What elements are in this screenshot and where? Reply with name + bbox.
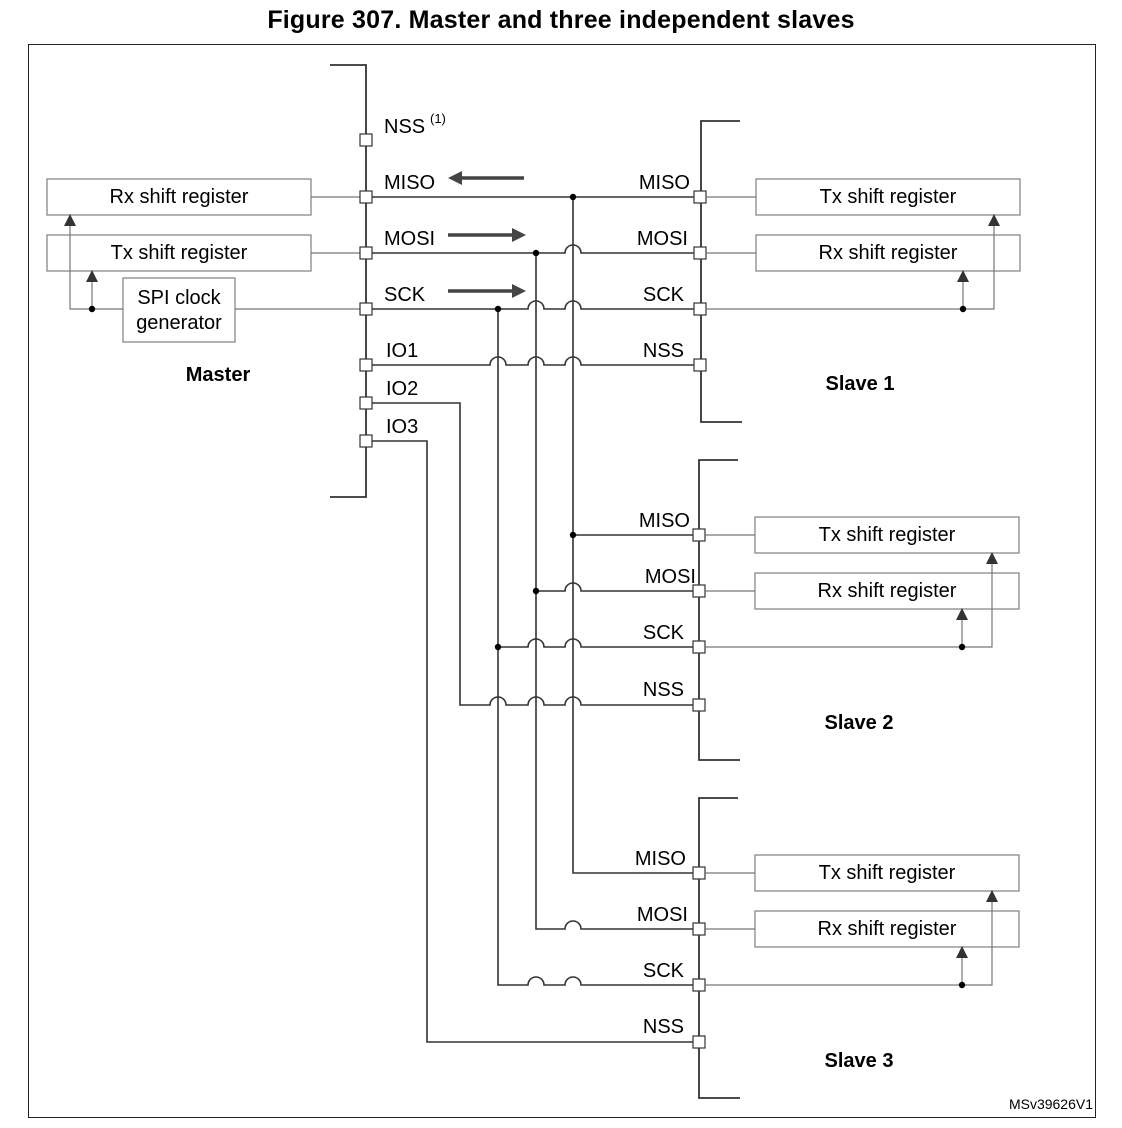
- slave-2-rx-label: Rx shift register: [818, 580, 957, 602]
- slave-3-nss-label: NSS: [643, 1016, 684, 1038]
- slave-3-rx-label: Rx shift register: [818, 918, 957, 940]
- slave-2-tx-register: [754, 516, 1020, 554]
- master-nss-label: NSS: [384, 116, 425, 138]
- master-io3-label: IO3: [386, 416, 418, 438]
- master-rx-register: [46, 178, 312, 216]
- clock-gen-label-1: SPI clock: [137, 287, 221, 309]
- slave-1-block: MISO MOSI SCK NSS Tx shift register Rx s…: [637, 120, 1021, 423]
- slave-1-sck-label: SCK: [643, 284, 685, 306]
- slave-1-rx-register: [755, 234, 1021, 272]
- master-io2-label: IO2: [386, 378, 418, 400]
- master-tx-register-label: Tx shift register: [111, 242, 248, 264]
- spi-clock-generator: [122, 277, 236, 343]
- slave-2-rx-register: [754, 572, 1020, 610]
- slave-1-miso-label: MISO: [639, 172, 690, 194]
- master-mosi-label: MOSI: [384, 228, 435, 250]
- slave-2-block: MISO MOSI SCK NSS Tx shift register Rx s…: [639, 459, 1020, 761]
- slave-1-tx-register: [755, 178, 1021, 216]
- master-pin-io2: [359, 396, 373, 410]
- signal-wiring: [372, 193, 694, 1043]
- master-pin-miso: [359, 190, 373, 204]
- slave-1-tx-label: Tx shift register: [820, 186, 957, 208]
- slave-2-title: Slave 2: [825, 712, 894, 734]
- slave-1-nss-label: NSS: [643, 340, 684, 362]
- slave-2-nss-label: NSS: [643, 679, 684, 701]
- master-pin-io1: [359, 358, 373, 372]
- master-bus: [330, 64, 367, 498]
- master-miso-label: MISO: [384, 172, 435, 194]
- slave-1-mosi-label: MOSI: [637, 228, 688, 250]
- slave-1-title: Slave 1: [826, 373, 895, 395]
- slave-2-miso-label: MISO: [639, 510, 690, 532]
- slave-3-block: MISO MOSI SCK NSS Tx shift register Rx s…: [635, 797, 1020, 1099]
- slave-3-title: Slave 3: [825, 1050, 894, 1072]
- slave-3-miso-label: MISO: [635, 848, 686, 870]
- slave-2-sck-label: SCK: [643, 622, 685, 644]
- slave-2-mosi-label: MOSI: [645, 566, 696, 588]
- master-io1-label: IO1: [386, 340, 418, 362]
- master-pin-nss: [359, 133, 373, 147]
- slave-2-tx-label: Tx shift register: [819, 524, 956, 546]
- slave-3-mosi-label: MOSI: [637, 904, 688, 926]
- slave-3-tx-label: Tx shift register: [819, 862, 956, 884]
- master-rx-register-label: Rx shift register: [110, 186, 249, 208]
- master-nss-note: (1): [430, 111, 446, 126]
- master-title: Master: [186, 364, 251, 386]
- master-tx-register: [46, 234, 312, 272]
- figure-frame: [28, 44, 1096, 1118]
- slave-2-bus: [698, 459, 740, 761]
- clock-gen-label-2: generator: [136, 312, 222, 334]
- slave-1-bus: [700, 120, 742, 423]
- slave-1-rx-label: Rx shift register: [819, 242, 958, 264]
- master-sck-label: SCK: [384, 284, 426, 306]
- slave-3-rx-register: [754, 910, 1020, 948]
- figure-reference-code: MSv39626V1: [1009, 1096, 1093, 1112]
- master-pin-mosi: [359, 246, 373, 260]
- slave-3-tx-register: [754, 854, 1020, 892]
- slave-3-bus: [698, 797, 740, 1099]
- slave-3-sck-label: SCK: [643, 960, 685, 982]
- master-block: Rx shift register Tx shift register SPI …: [46, 64, 526, 498]
- figure-title: Figure 307. Master and three independent…: [267, 6, 855, 34]
- master-pin-sck: [359, 302, 373, 316]
- master-pin-io3: [359, 434, 373, 448]
